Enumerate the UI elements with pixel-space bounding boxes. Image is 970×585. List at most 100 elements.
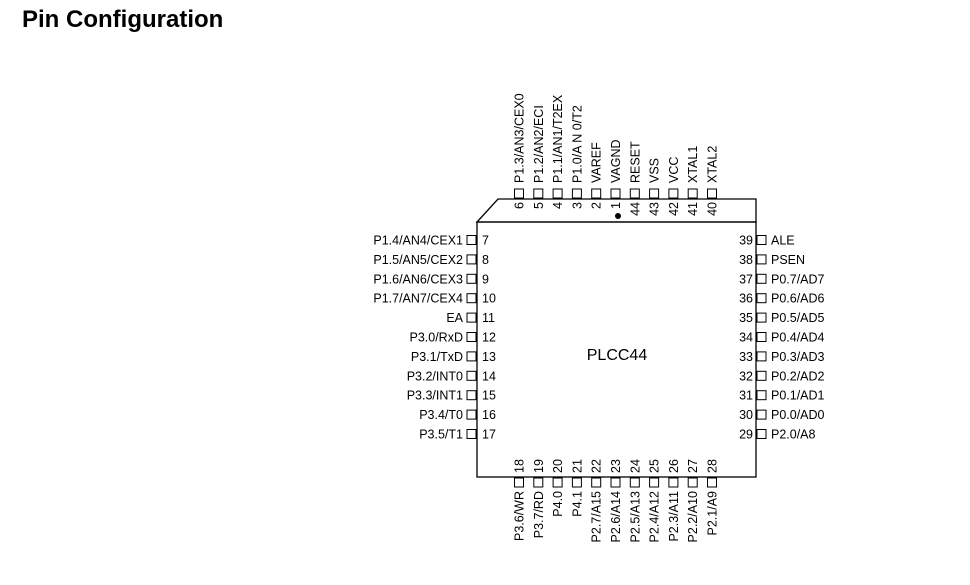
pin-label-p0-1-ad1: P0.1/AD1: [771, 389, 825, 403]
pin-pad-39: [756, 235, 767, 245]
pin-label-p2-3-a11: P2.3/A11: [667, 491, 681, 542]
pin1-marker-dot: [615, 213, 621, 219]
chip-body: [476, 221, 757, 478]
pin-label-vss: VSS: [648, 158, 662, 183]
pin-label-p2-5-a13: P2.5/A13: [628, 491, 642, 542]
pin-pad-38: [756, 254, 767, 265]
pin-number-21: 21: [570, 459, 584, 473]
pin-label-ale: ALE: [771, 234, 795, 248]
pin-number-37: 37: [739, 272, 753, 286]
pin-number-44: 44: [628, 202, 642, 216]
pin-number-19: 19: [532, 459, 546, 473]
pin-number-36: 36: [739, 292, 753, 306]
pin-label-p1-7-an7-cex4: P1.7/AN7/CEX4: [373, 292, 463, 306]
pin-number-16: 16: [482, 408, 496, 422]
pin-pad-33: [756, 351, 767, 362]
pin-label-p3-1-txd: P3.1/TxD: [411, 350, 463, 364]
pin-pad-41: [687, 188, 698, 199]
pin-label-p3-2-int0: P3.2/INT0: [407, 369, 463, 383]
pin-pad-42: [668, 188, 679, 199]
pin-pad-16: [466, 409, 477, 420]
pin-label-psen: PSEN: [771, 253, 805, 267]
pin-number-40: 40: [706, 202, 720, 216]
pin-number-1: 1: [609, 202, 623, 209]
pin-label-p3-3-int1: P3.3/INT1: [407, 389, 463, 403]
pin-pad-35: [756, 312, 767, 323]
pin-pad-43: [649, 188, 660, 199]
pin-label-xtal1: XTAL1: [686, 146, 700, 183]
pin-pad-28: [707, 477, 717, 488]
pin-label-p0-4-ad4: P0.4/AD4: [771, 331, 825, 345]
pin-pad-10: [466, 293, 477, 304]
pin-pad-19: [533, 477, 544, 488]
pin-number-15: 15: [482, 389, 496, 403]
pin-number-34: 34: [739, 331, 753, 345]
pin-pad-36: [756, 293, 767, 304]
pin-number-4: 4: [551, 202, 565, 209]
pin-pad-24: [629, 477, 640, 488]
pin-number-30: 30: [739, 408, 753, 422]
pin-number-20: 20: [551, 459, 565, 473]
pin-number-9: 9: [482, 272, 489, 286]
pin-number-25: 25: [648, 459, 662, 473]
pin-pad-4: [552, 188, 563, 199]
package-label: PLCC44: [587, 347, 648, 364]
pin-label-p2-7-a15: P2.7/A15: [590, 491, 604, 542]
pin-pad-31: [756, 390, 767, 401]
pin-label-p4-0: P4.0: [551, 491, 565, 517]
pin-pad-32: [756, 370, 767, 381]
pin-label-reset: RESET: [628, 141, 642, 183]
pin-number-18: 18: [513, 459, 527, 473]
pin-number-12: 12: [482, 331, 496, 345]
pin-pad-2: [591, 188, 602, 199]
pin-pad-5: [533, 188, 544, 199]
pin-number-41: 41: [686, 202, 700, 216]
pin-label-p0-3-ad3: P0.3/AD3: [771, 350, 825, 364]
pin-pad-3: [571, 188, 582, 199]
pin-label-p1-4-an4-cex1: P1.4/AN4/CEX1: [373, 234, 463, 248]
pin-number-13: 13: [482, 350, 496, 364]
pin-label-p0-6-ad6: P0.6/AD6: [771, 292, 825, 306]
pin-label-p2-6-a14: P2.6/A14: [609, 491, 623, 542]
pin-pad-34: [756, 332, 767, 342]
pin-number-26: 26: [667, 459, 681, 473]
pin-pad-20: [552, 477, 563, 488]
pin-label-p3-5-t1: P3.5/T1: [419, 428, 463, 442]
pin-pad-40: [707, 188, 717, 199]
pin-number-35: 35: [739, 311, 753, 325]
pin-number-11: 11: [482, 311, 495, 325]
pin-label-p0-5-ad5: P0.5/AD5: [771, 311, 825, 325]
pin-label-p3-0-rxd: P3.0/RxD: [410, 331, 464, 345]
pin-number-24: 24: [628, 459, 642, 473]
pin-pad-17: [466, 429, 477, 439]
pin-pad-21: [571, 477, 582, 488]
pin-pad-30: [756, 409, 767, 420]
pin-pad-7: [466, 235, 477, 245]
pin-label-vagnd: VAGND: [609, 139, 623, 183]
pin-number-5: 5: [532, 202, 546, 209]
pin-number-23: 23: [609, 459, 623, 473]
pin-pad-37: [756, 273, 767, 284]
pin-pad-15: [466, 390, 477, 401]
pin-label-p1-3-an3-cex0: P1.3/AN3/CEX0: [513, 93, 527, 183]
pin-label-p0-7-ad7: P0.7/AD7: [771, 272, 825, 286]
pin-label-p0-0-ad0: P0.0/AD0: [771, 408, 825, 422]
pin-number-43: 43: [648, 202, 662, 216]
pin-label-p3-4-t0: P3.4/T0: [419, 408, 463, 422]
pin-pad-1: [610, 188, 621, 199]
pin-number-3: 3: [570, 202, 584, 209]
pin-label-p4-1: P4.1: [570, 491, 584, 517]
pin-label-ea: EA: [446, 311, 463, 325]
pin-label-varef: VAREF: [590, 142, 604, 183]
page-title: Pin Configuration: [22, 6, 224, 33]
pin-label-p1-0-a-n-0-t2: P1.0/A N 0/T2: [570, 105, 584, 183]
pin-label-p2-1-a9: P2.1/A9: [706, 491, 720, 536]
pin-pad-44: [629, 188, 640, 199]
pin-number-6: 6: [513, 202, 527, 209]
pin-number-29: 29: [739, 428, 753, 442]
pin-label-p1-2-an2-eci: P1.2/AN2/ECI: [532, 105, 546, 183]
pin-label-p0-2-ad2: P0.2/AD2: [771, 369, 825, 383]
pin-number-27: 27: [686, 459, 700, 473]
pin-pad-26: [668, 477, 679, 488]
